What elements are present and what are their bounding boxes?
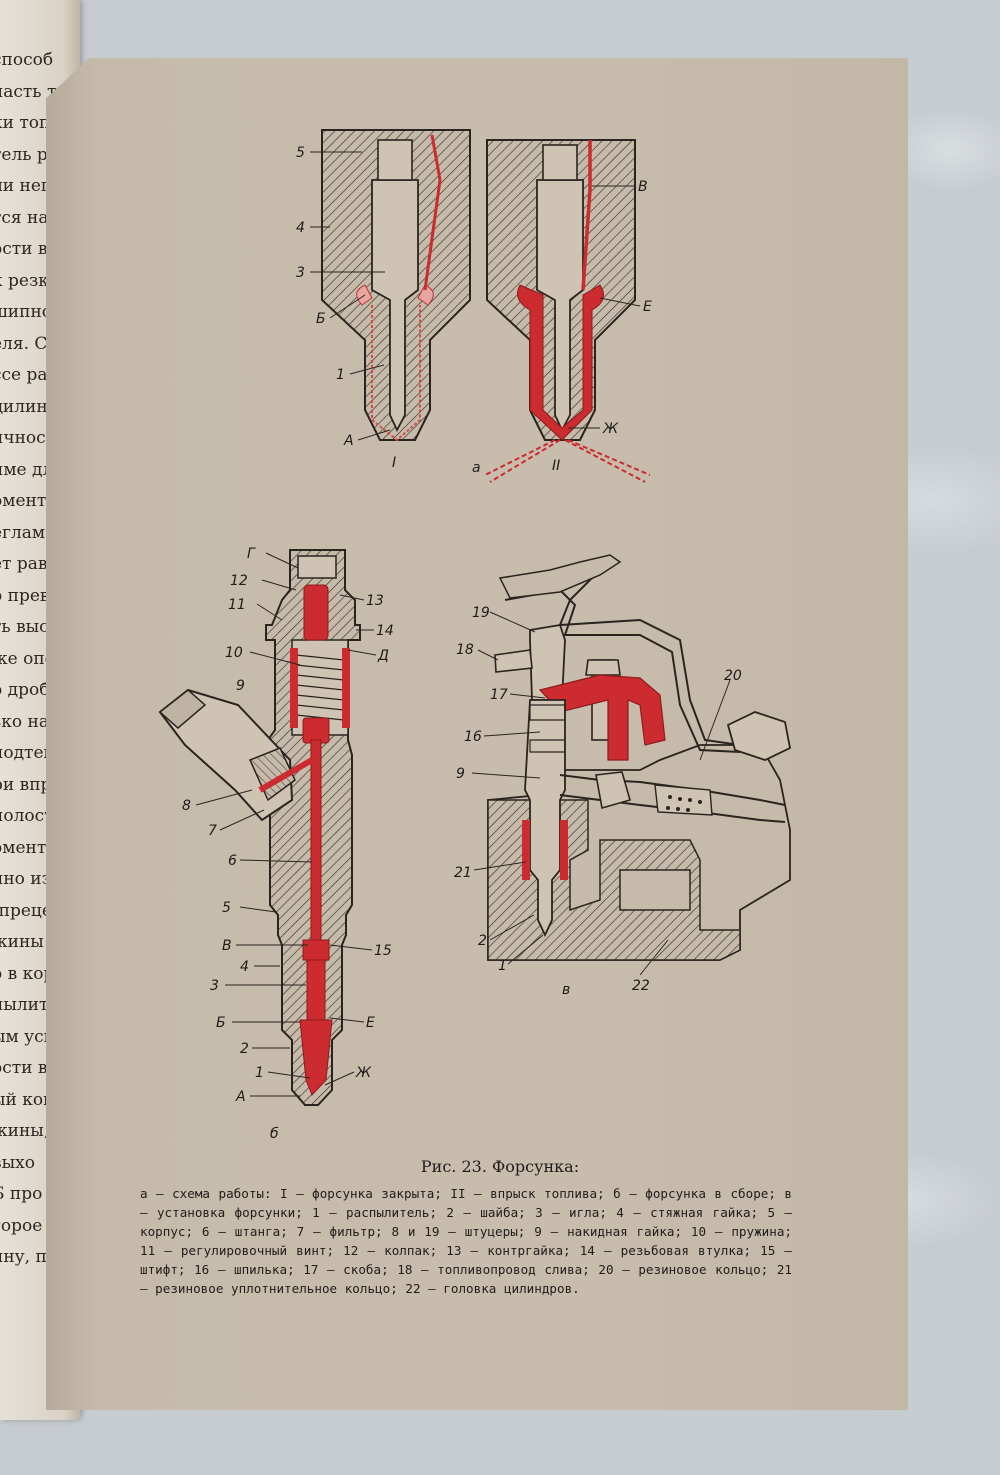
diagram-injector-closed [321,129,471,442]
figure-caption-title: Рис. 23. Форсунка: [420,1157,580,1176]
diagram-injector-installation [487,554,792,961]
label-inst-21: 21 [454,865,472,881]
label-top-a-small: а [472,460,481,476]
label-top-1: 1 [336,367,345,383]
label-asm-e: Е [366,1015,375,1031]
label-inst-9: 9 [456,766,465,782]
label-top-e: Е [643,299,652,315]
diagram-injector-injection [484,139,651,483]
label-asm-6: 6 [228,853,237,869]
assembly-labels: Г 12 13 11 14 10 Д 9 8 7 6 5 В 15 4 3 Б … [182,546,394,1142]
label-top-a: А [343,433,354,449]
label-asm-14: 14 [376,623,394,639]
label-inst-22: 22 [632,978,650,994]
label-asm-b-small: б [270,1126,279,1142]
label-asm-v: В [222,938,232,954]
left-page-line: Б про [0,1184,43,1204]
label-asm-b: Б [216,1015,226,1031]
label-top-5: 5 [296,145,305,161]
left-page-line: ый кон [0,1089,55,1110]
left-page-line: выхо [0,1152,35,1173]
figure-caption-body: а — схема работы: I — форсунка закрыта; … [140,1184,792,1298]
left-page-line: способ [0,50,54,70]
top-leader-lines [310,151,641,441]
label-asm-9: 9 [236,678,245,694]
label-inst-17: 17 [490,687,508,703]
label-asm-4: 4 [240,959,249,975]
label-inst-18: 18 [456,642,474,658]
label-asm-13: 13 [366,593,384,609]
diagram-injector-assembly [158,549,361,1106]
left-page-line: оменты [0,837,60,858]
label-roman-1: I [392,455,396,471]
label-asm-5: 5 [222,900,231,916]
label-top-4: 4 [296,220,305,236]
label-inst-1: 1 [498,958,507,974]
label-inst-20: 20 [724,668,742,684]
label-asm-8: 8 [182,798,191,814]
install-leader-lines [471,611,731,976]
label-asm-7: 7 [208,823,217,839]
label-asm-3: 3 [210,978,219,994]
install-labels: 19 18 20 17 16 9 21 2 1 в 22 [454,605,742,998]
label-top-zh: Ж [602,421,619,437]
label-asm-15: 15 [374,943,392,959]
label-top-3: 3 [296,265,305,281]
label-asm-10: 10 [225,645,243,661]
label-asm-a: А [235,1089,246,1105]
label-top-b: Б [316,311,326,327]
left-page-line: о в кор [0,963,55,984]
label-asm-zh: Ж [355,1065,372,1081]
label-inst-16: 16 [464,729,482,745]
left-page-line: ину, по [0,1247,57,1267]
label-inst-2: 2 [478,933,487,949]
top-labels: 5 4 3 Б 1 А I В Е Ж II а [296,145,652,476]
assembly-leader-lines [195,552,377,1097]
left-page-line: (прецез [0,900,62,921]
label-asm-12: 12 [230,573,248,589]
label-asm-1: 1 [255,1065,264,1081]
label-inst-19: 19 [472,605,490,621]
label-asm-2: 2 [240,1041,249,1057]
label-asm-d: Д [377,648,389,664]
left-page-line: подтек [0,743,55,763]
left-page-line: горое о [0,1215,58,1236]
figure-caption-text: а — схема работы: I — форсунка закрыта; … [140,1186,792,1296]
left-page-line: ссе рас [0,365,58,385]
label-asm-11: 11 [228,597,246,613]
label-top-v: В [638,179,648,195]
label-asm-g: Г [247,546,256,562]
label-roman-2: II [552,458,560,474]
left-page-line: жины, [0,1121,50,1141]
label-inst-v-small: в [562,982,570,998]
left-page-line: пылите [0,995,59,1015]
